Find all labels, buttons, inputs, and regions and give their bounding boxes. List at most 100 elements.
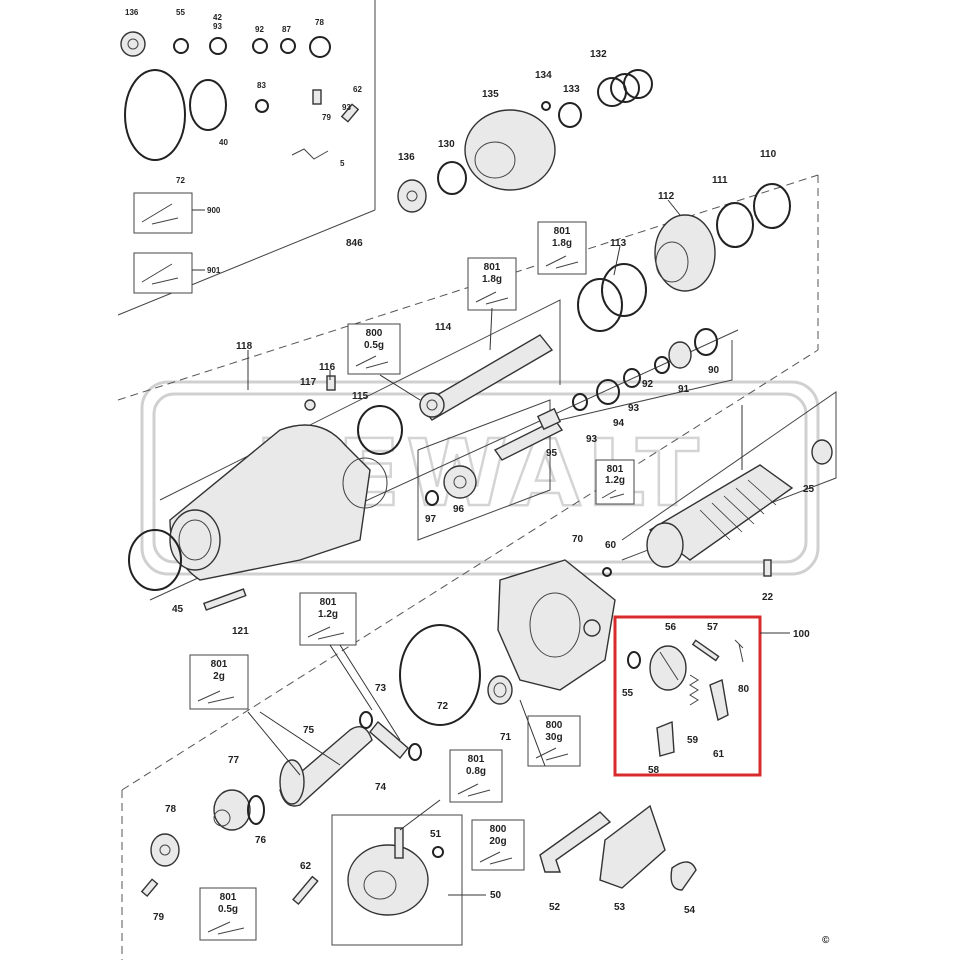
grease-box-1: 801 1.8g <box>537 221 587 275</box>
svg-text:110: 110 <box>760 149 777 160</box>
part-56 <box>649 645 687 691</box>
part-114 <box>418 334 554 421</box>
svg-text:62: 62 <box>300 861 312 872</box>
svg-text:134: 134 <box>535 70 552 81</box>
part-45 <box>128 529 182 591</box>
svg-text:92: 92 <box>642 379 654 390</box>
svg-text:801: 801 <box>607 464 624 475</box>
part-134 <box>541 101 551 111</box>
svg-text:58: 58 <box>648 765 660 776</box>
svg-text:62: 62 <box>353 85 362 94</box>
svg-text:0.5g: 0.5g <box>364 340 384 351</box>
armature-assembly <box>646 439 833 577</box>
part-95 <box>493 407 564 461</box>
svg-text:846: 846 <box>346 238 363 249</box>
svg-text:22: 22 <box>762 592 774 603</box>
assembly-lines <box>117 0 837 960</box>
part-78-top <box>309 36 331 58</box>
svg-text:20g: 20g <box>489 836 506 847</box>
part-80 <box>734 639 744 663</box>
part-110 <box>753 183 791 229</box>
svg-text:54: 54 <box>684 905 696 916</box>
svg-text:25: 25 <box>803 484 815 495</box>
svg-text:52: 52 <box>549 902 561 913</box>
svg-text:91: 91 <box>678 384 690 395</box>
svg-text:30g: 30g <box>545 732 562 743</box>
part-55-switch <box>627 651 641 669</box>
svg-text:45: 45 <box>172 604 184 615</box>
part-62-low <box>292 875 319 906</box>
svg-text:97: 97 <box>425 514 437 525</box>
svg-text:115: 115 <box>352 391 369 402</box>
svg-text:40: 40 <box>219 138 228 147</box>
svg-text:901: 901 <box>207 266 221 275</box>
svg-text:94: 94 <box>613 418 625 429</box>
part-77 <box>213 789 251 831</box>
grease-box-900 <box>133 192 193 234</box>
grease-box-5: 801 1.2g <box>299 592 357 646</box>
grease-box-4: 801 1.2g <box>595 459 635 505</box>
part-135 <box>464 109 556 191</box>
svg-text:75: 75 <box>303 725 315 736</box>
part-111 <box>716 202 754 248</box>
grease-boxes: 801 1.8g 801 1.8g 800 0.5g 801 1.2g 801 … <box>189 221 635 941</box>
svg-text:1.2g: 1.2g <box>605 475 625 486</box>
part-97 <box>425 490 439 506</box>
part-60 <box>602 567 612 577</box>
svg-text:72: 72 <box>176 176 185 185</box>
part-42-93 <box>209 37 227 55</box>
svg-text:73: 73 <box>375 683 387 694</box>
part-52 <box>539 811 612 873</box>
svg-text:801: 801 <box>320 597 337 608</box>
part-116 <box>326 375 336 391</box>
part-136-top <box>120 31 146 57</box>
svg-text:76: 76 <box>255 835 267 846</box>
svg-text:74: 74 <box>375 782 387 793</box>
svg-text:112: 112 <box>658 191 675 202</box>
part-62-top <box>340 103 360 123</box>
part-92-top <box>252 38 268 54</box>
copyright-mark: © <box>822 935 830 946</box>
svg-text:114: 114 <box>435 322 452 333</box>
svg-text:92: 92 <box>255 25 264 34</box>
svg-text:801: 801 <box>484 262 501 273</box>
svg-text:96: 96 <box>453 504 465 515</box>
part-94 <box>596 379 620 405</box>
svg-text:87: 87 <box>282 25 291 34</box>
part-96 <box>443 465 477 499</box>
part-25 <box>811 439 833 465</box>
svg-text:118: 118 <box>236 341 253 352</box>
part-50 <box>347 827 429 916</box>
svg-text:1.8g: 1.8g <box>552 238 572 249</box>
part-79-top <box>312 89 322 105</box>
svg-text:90: 90 <box>708 365 720 376</box>
svg-text:57: 57 <box>707 622 719 633</box>
svg-text:80: 80 <box>738 684 750 695</box>
part-75 <box>279 726 373 807</box>
svg-text:116: 116 <box>319 362 336 373</box>
svg-text:61: 61 <box>713 749 725 760</box>
svg-text:100: 100 <box>793 629 810 640</box>
part-72-top <box>124 69 186 161</box>
svg-text:77: 77 <box>228 755 240 766</box>
svg-text:132: 132 <box>590 49 607 60</box>
highlight-frame <box>613 615 762 777</box>
svg-text:900: 900 <box>207 206 221 215</box>
grease-box-6: 801 2g <box>189 654 249 710</box>
svg-text:130: 130 <box>438 139 455 150</box>
svg-text:800: 800 <box>366 328 383 339</box>
part-51 <box>432 846 444 858</box>
switch-group-100 <box>613 615 790 777</box>
part-74b <box>408 743 422 761</box>
part-22 <box>763 559 772 577</box>
grease-box-7: 800 30g <box>527 715 581 767</box>
svg-text:5: 5 <box>340 159 345 168</box>
svg-text:136: 136 <box>125 8 139 17</box>
svg-text:800: 800 <box>490 824 507 835</box>
part-55-top <box>173 38 189 54</box>
svg-text:78: 78 <box>315 18 324 27</box>
svg-text:1.8g: 1.8g <box>482 274 502 285</box>
part-74a <box>359 711 373 729</box>
